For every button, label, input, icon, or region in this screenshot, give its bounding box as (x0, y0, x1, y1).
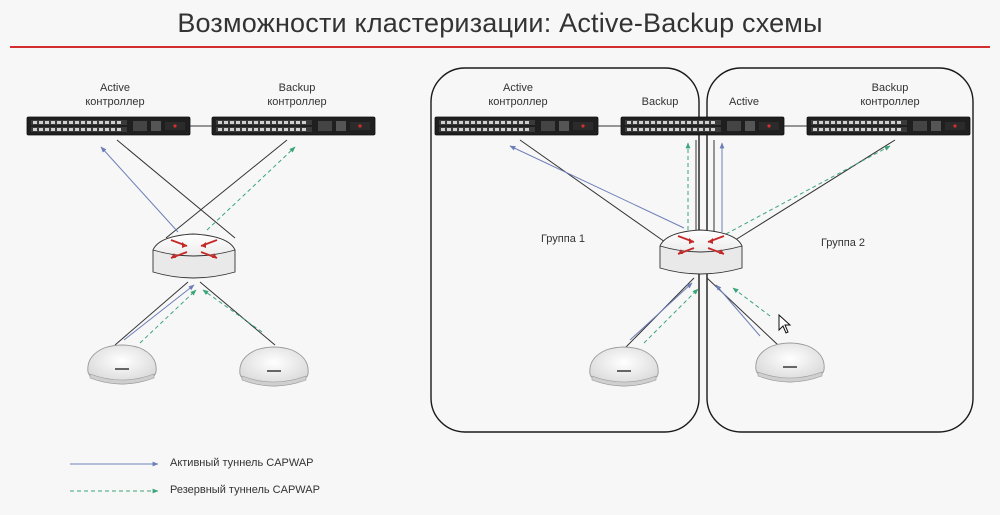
legend-backup-text: Резервный туннель CAPWAP (170, 484, 320, 496)
left-active-controller-switch-icon (26, 116, 191, 136)
mouse-cursor-icon (778, 313, 792, 334)
left-backup-label-line1: Backup (278, 82, 316, 94)
legend (70, 461, 159, 494)
left-active-label-line1: Active (100, 82, 130, 94)
right-backup-label-line1: Backup (871, 82, 909, 94)
right-backup-tunnel-group2 (725, 145, 891, 235)
left-access-point-1-icon (87, 344, 157, 385)
right-scheme (430, 67, 974, 433)
left-backup-controller-switch-icon (211, 116, 376, 136)
right-active-tunnel-group1 (509, 145, 685, 229)
right-active-label: Active контроллер (488, 81, 548, 109)
left-active-tunnel-top (100, 146, 179, 233)
right-backup-mid-label: Backup (641, 96, 679, 108)
left-backup-label-line2: контроллер (267, 96, 327, 108)
right-active-tunnel-ap1 (629, 282, 693, 341)
right-backup-tunnel-ap2 (732, 287, 771, 317)
right-active-tunnel-ap2 (715, 284, 761, 337)
left-scheme (26, 116, 376, 387)
left-link-router-ap2 (199, 281, 276, 346)
right-active-label-line1: Active (503, 82, 533, 94)
slide-title: Возможности кластеризации: Active-Backup… (177, 8, 823, 38)
right-backup-label: Backup контроллер (855, 81, 925, 109)
left-router-icon (152, 233, 236, 279)
right-link-active-router (519, 139, 666, 243)
right-router-icon (659, 229, 743, 275)
right-link-backup-router (731, 139, 896, 243)
left-active-label-line2: контроллер (85, 96, 145, 108)
right-shared-controller-switch-icon (620, 116, 785, 136)
title-rule (10, 46, 990, 48)
left-active-tunnel-ap1 (123, 284, 195, 341)
right-backup-controller-switch-icon (806, 116, 971, 136)
left-backup-tunnel-top (206, 146, 296, 231)
left-backup-tunnel-ap1 (139, 289, 197, 344)
right-active-mid-label: Active (729, 96, 759, 108)
right-access-point-2-icon (755, 342, 825, 383)
left-backup-tunnel-ap2 (202, 289, 263, 333)
left-link-router-ap1 (114, 281, 189, 346)
left-link-backup-router (165, 139, 288, 239)
right-link-router-ap2 (706, 277, 779, 346)
left-link-active-router (116, 139, 236, 239)
right-active-controller-switch-icon (434, 116, 599, 136)
group-1-label: Группа 1 (540, 233, 586, 245)
legend-active-text: Активный туннель CAPWAP (170, 457, 314, 469)
right-backup-label-line2: контроллер (860, 96, 920, 108)
left-backup-label: Backup контроллер (262, 81, 332, 109)
left-access-point-2-icon (239, 346, 309, 387)
group-2-label: Группа 2 (820, 237, 866, 249)
right-active-label-line2: контроллер (488, 96, 548, 108)
right-access-point-1-icon (589, 346, 659, 387)
right-backup-tunnel-ap1 (643, 288, 699, 344)
left-active-label: Active контроллер (85, 81, 145, 109)
